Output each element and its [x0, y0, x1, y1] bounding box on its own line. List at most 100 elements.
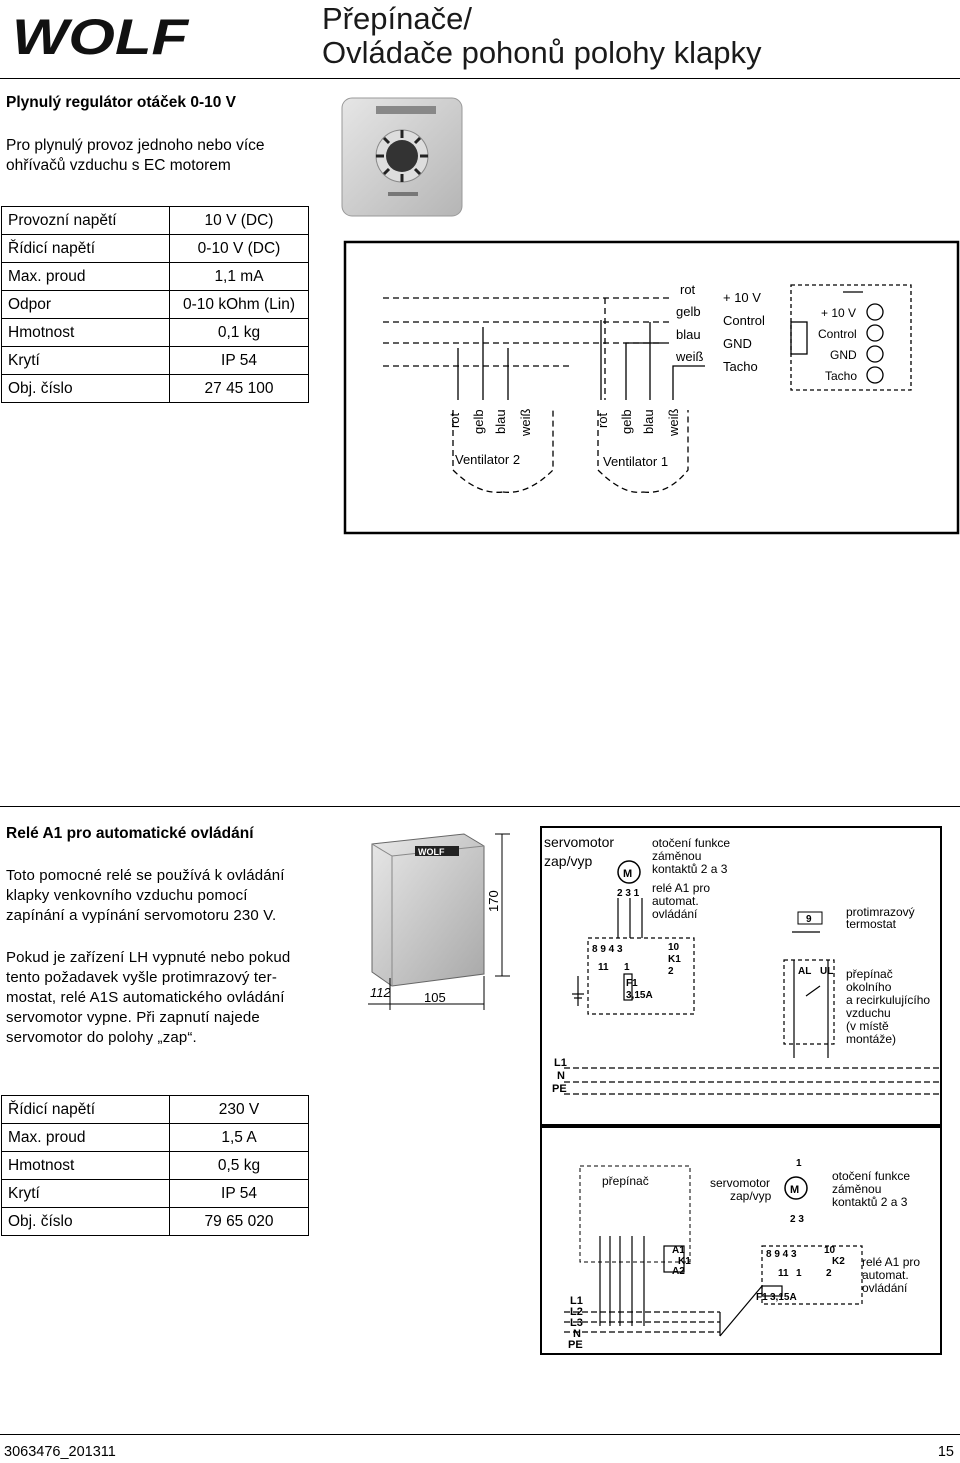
terminal-label-10v: + 10 V	[723, 290, 761, 305]
fan2-wire-rot: rot	[447, 412, 462, 428]
page-number: 15	[937, 1444, 954, 1460]
schema1-line-l1: L1	[554, 1057, 567, 1069]
table-cell: 0,5 kg	[169, 1151, 309, 1180]
terminal-label-control-b: Control	[818, 327, 857, 341]
section-divider	[0, 806, 960, 807]
dimension-height: 170	[486, 890, 501, 912]
schema2-terminals-top: 8 9 4 3	[766, 1249, 797, 1260]
wire-label-blau: blau	[676, 327, 701, 342]
footer-rule	[0, 1434, 960, 1435]
schema1-switch-label-3: a recirkulujícího	[846, 993, 930, 1007]
terminal-label-10v-b: + 10 V	[821, 306, 856, 320]
speed-controller-image	[341, 97, 463, 217]
schema2-line-pe: PE	[568, 1339, 583, 1351]
schema1-terminal-2: 2	[668, 966, 674, 977]
table-cell: Max. proud	[1, 1123, 170, 1152]
table-cell: 1,1 mA	[169, 262, 309, 291]
terminal-label-gnd-b: GND	[830, 348, 857, 362]
fan2-wire-gelb: gelb	[471, 409, 486, 434]
schema2-terminal-10: 10	[824, 1245, 836, 1256]
table-cell: Hmotnost	[1, 318, 170, 347]
terminal-label-control: Control	[723, 313, 765, 328]
schema1-switch-label-4: vzduchu	[846, 1006, 891, 1020]
table-cell: 27 45 100	[169, 374, 309, 403]
schema2-relay-label: relé A1 pro	[862, 1255, 920, 1269]
table-cell: 0-10 kOhm (Lin)	[169, 290, 309, 319]
schema1-rotation-label: otočení funkce	[652, 836, 730, 850]
terminal-label-tacho: Tacho	[723, 359, 758, 374]
schema2-line-l1: L1	[570, 1295, 583, 1307]
schema2-rotation-label: otočení funkce	[832, 1169, 910, 1183]
schema2-a2: A2	[672, 1266, 685, 1277]
relay-wiring-schema-1: servomotor zap/vyp otočení funkce záměno…	[540, 826, 942, 1126]
schema1-frost-terminal: 9	[806, 914, 812, 925]
schema1-terminal-10: 10	[668, 942, 680, 953]
schema2-terminal-1b: 1	[796, 1268, 802, 1279]
schema2-servomotor-label: servomotor	[710, 1176, 770, 1190]
schema1-switch-label-5: (v místě	[846, 1019, 889, 1033]
schema1-switch-label-2: okolního	[846, 980, 892, 994]
table-cell: Max. proud	[1, 262, 170, 291]
table-cell: 1,5 A	[169, 1123, 309, 1152]
table-cell: IP 54	[169, 346, 309, 375]
schema1-frost-label: protimrazový	[846, 905, 915, 919]
fan2-label: Ventilator 2	[455, 452, 520, 467]
dimension-width: 105	[424, 990, 446, 1005]
schema1-motor-icon	[617, 860, 641, 884]
section2-paragraph-2: Pokud je zařízení LH vypnuté nebo pokud …	[6, 949, 291, 1046]
terminal-label-gnd: GND	[723, 336, 752, 351]
schema1-ul: UL	[820, 966, 833, 977]
schema1-switch-label-6: montáže)	[846, 1032, 896, 1046]
table-cell: 79 65 020	[169, 1207, 309, 1236]
section1-description: Pro plynulý provoz jednoho nebo více ohř…	[6, 137, 265, 174]
schema1-line-n: N	[557, 1070, 565, 1082]
wire-label-gelb: gelb	[676, 304, 701, 319]
schema2-servomotor-label-2: zap/vyp	[730, 1189, 772, 1203]
fan1-wire-blau: blau	[641, 409, 656, 434]
schema1-rotation-label-2: záměnou	[652, 849, 701, 863]
fan2-wire-blau: blau	[493, 409, 508, 434]
svg-text:WOLF: WOLF	[418, 847, 445, 857]
table-cell: Obj. číslo	[1, 374, 170, 403]
section2-heading: Relé A1 pro automatické ovládání	[6, 825, 254, 842]
relay-box-image: WOLF 170 105 112	[368, 833, 510, 1010]
schema1-relay-k1: K1	[668, 954, 681, 965]
schema2-rotation-label-3: kontaktů 2 a 3	[832, 1195, 908, 1209]
schema2-line-l2: L2	[570, 1306, 583, 1318]
schema2-fuse: F1	[756, 1292, 768, 1303]
fan1-wire-weiss: weiß	[666, 408, 681, 437]
table-cell: 0,1 kg	[169, 318, 309, 347]
header-rule	[0, 78, 960, 79]
terminal-label-tacho-b: Tacho	[825, 369, 857, 383]
wire-label-rot: rot	[680, 282, 696, 297]
table-cell: Řídicí napětí	[1, 234, 170, 263]
fan1-wire-rot: rot	[595, 412, 610, 428]
controller-wiring-diagram: rot gelb blau weiß + 10 V Control GND Ta…	[343, 240, 960, 535]
schema2-relay-label-3: ovládání	[862, 1281, 908, 1295]
section2-paragraph-1: Toto pomocné relé se používá k ovládání …	[6, 867, 285, 924]
schema2-switch-label: přepínač	[602, 1174, 649, 1188]
schema1-relay-label: relé A1 pro	[652, 881, 710, 895]
relay-wiring-schema-2: přepínač servomotor zap/vyp otočení funk…	[540, 1126, 942, 1355]
schema2-k2: K2	[832, 1256, 845, 1267]
schema1-terminals-top: 8 9 4 3	[592, 944, 623, 955]
schema2-terminal-2: 2	[826, 1268, 832, 1279]
schema2-terminal-11: 11	[778, 1268, 789, 1279]
svg-text:WOLF: WOLF	[12, 10, 190, 62]
table-cell: 230 V	[169, 1095, 309, 1124]
schema1-switch-label: přepínač	[846, 967, 893, 981]
table-cell: IP 54	[169, 1179, 309, 1208]
section1-heading: Plynulý regulátor otáček 0-10 V	[6, 94, 237, 111]
schema2-motor-symbol: M	[790, 1184, 799, 1196]
